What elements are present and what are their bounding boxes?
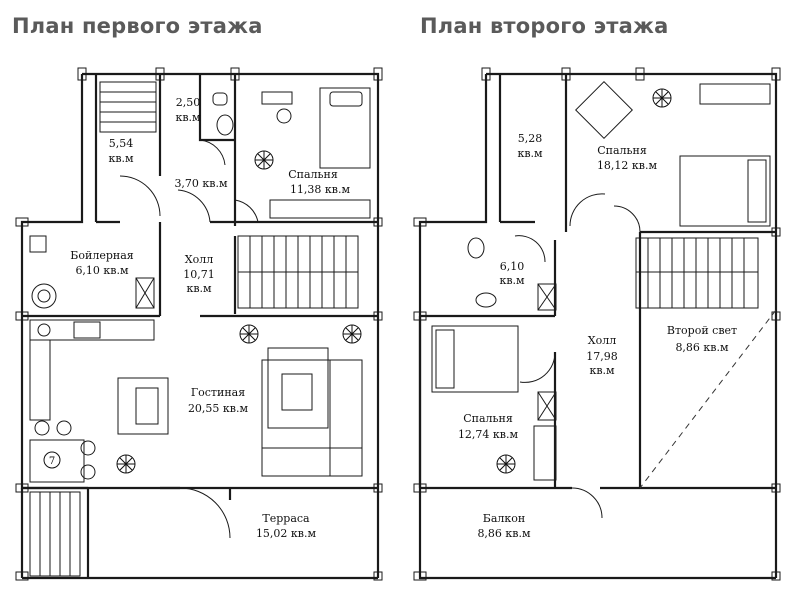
- terrace-area: 15,02 кв.м: [256, 527, 317, 540]
- first-floor-title: План первого этажа: [12, 14, 263, 38]
- first-floor-walls: [20, 72, 380, 580]
- living-area: 20,55 кв.м: [188, 402, 249, 415]
- small-hall-area: 3,70 кв.м: [174, 177, 228, 190]
- hall-1-area: 10,71: [183, 268, 215, 281]
- second-light-area: 8,86 кв.м: [675, 341, 729, 354]
- second-floor-walls: [418, 72, 778, 580]
- wc-unit: кв.м: [175, 111, 201, 124]
- second-floor-title: План второго этажа: [420, 14, 669, 38]
- boiler-area: 6,10 кв.м: [75, 264, 129, 277]
- first-floor-log-ends: [15, 67, 383, 581]
- second-floor-doors: [514, 193, 641, 519]
- bath-unit: кв.м: [499, 274, 525, 287]
- first-floor-plants: [116, 150, 362, 474]
- wc-area: 2,50: [176, 96, 201, 109]
- bedroom-1-name: Спальня: [288, 168, 338, 181]
- room-5-54-area: 5,54: [109, 137, 134, 150]
- hall-1-unit: кв.м: [186, 282, 212, 295]
- second-floor-plants: [496, 88, 672, 474]
- hall-2-name: Холл: [588, 334, 616, 347]
- second-light-diagonal: [639, 309, 777, 489]
- hall-2-unit: кв.м: [589, 364, 615, 377]
- balcony-area: 8,86 кв.м: [477, 527, 531, 540]
- room-marker: [43, 451, 61, 469]
- terrace-name: Терраса: [262, 512, 310, 525]
- bedroom-2-top-area: 18,12 кв.м: [597, 159, 658, 172]
- room-5-28-unit: кв.м: [517, 147, 543, 160]
- second-light-name: Второй свет: [667, 324, 737, 337]
- hall-1-name: Холл: [185, 253, 213, 266]
- room-5-54-unit: кв.м: [108, 152, 134, 165]
- first-floor-plan: 7 5,54 кв.м 2,50 кв.м 3,70 кв.м Спальня …: [15, 67, 383, 581]
- second-floor-plan: 5,28 кв.м Спальня 18,12 кв.м 6,10 кв.м Х…: [413, 67, 781, 581]
- second-floor-furniture: [431, 81, 771, 481]
- first-floor-doors: [119, 139, 259, 539]
- bedroom-2-bottom-area: 12,74 кв.м: [458, 428, 519, 441]
- first-floor-stairs-entry: [99, 81, 157, 133]
- bath-area: 6,10: [500, 260, 525, 273]
- hall-2-area: 17,98: [586, 350, 618, 363]
- room-marker-label: 7: [49, 456, 55, 467]
- bedroom-2-bottom-name: Спальня: [463, 412, 513, 425]
- first-floor-main-stairs: [237, 235, 359, 309]
- living-name: Гостиная: [191, 386, 245, 399]
- room-5-28-area: 5,28: [518, 132, 543, 145]
- first-floor-furniture: [29, 87, 371, 577]
- second-floor-log-ends: [413, 67, 781, 581]
- bedroom-1-area: 11,38 кв.м: [290, 183, 351, 196]
- bedroom-2-top-name: Спальня: [597, 144, 647, 157]
- balcony-name: Балкон: [483, 512, 525, 525]
- boiler-name: Бойлерная: [70, 249, 133, 262]
- second-floor-stairs: [635, 237, 759, 309]
